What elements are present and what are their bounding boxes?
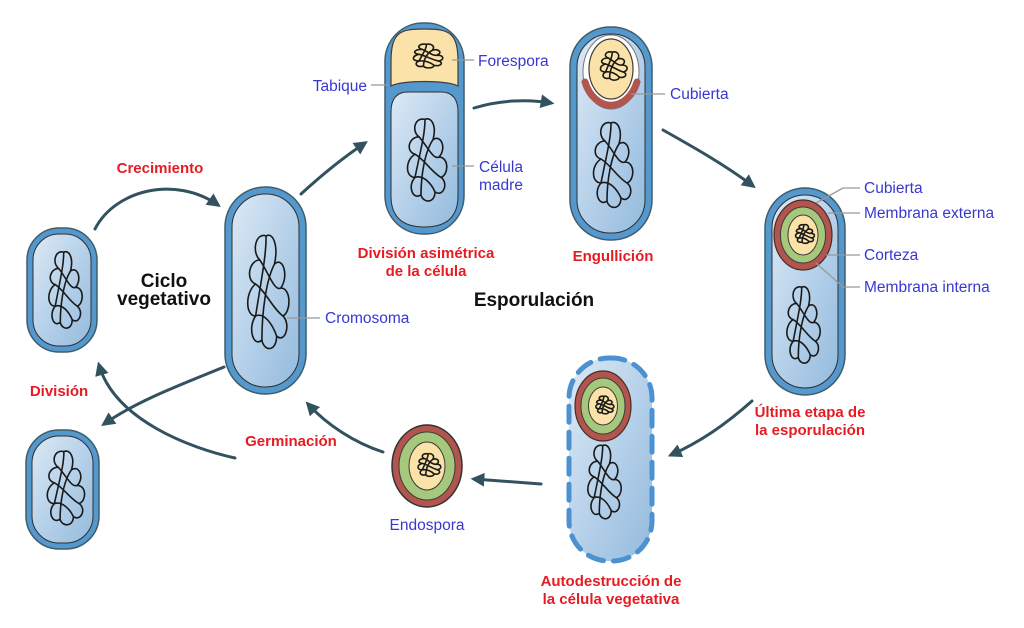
ciclo-vegetativo-title-line2: vegetativo [117, 289, 211, 310]
final-stage-cell [764, 187, 846, 396]
pointer-line-cubierta [815, 187, 860, 204]
part-label-tabique: Tabique [313, 78, 367, 95]
arrow-to-autolysis [667, 399, 754, 458]
autolysis-cell [566, 355, 655, 564]
part-label-cromosoma: Cromosoma [325, 310, 410, 327]
arrow-to-engulfment [472, 94, 555, 110]
asymmetric-division-cell [384, 22, 465, 235]
stage-label-division-asimetrica-line1: División asimétrica [358, 245, 495, 262]
pointer-line-membrana-interna [815, 262, 860, 288]
ciclo-vegetativo-title-line1: Ciclo [141, 271, 187, 292]
part-label-cubierta: Cubierta [864, 180, 923, 197]
arrow-growth [93, 187, 221, 231]
esporulacion-title: Esporulación [474, 290, 594, 311]
arrow-to-asymmetric-division [299, 141, 368, 196]
part-label-cubierta-engulfment: Cubierta [670, 86, 729, 103]
part-label-forespora: Forespora [478, 53, 549, 70]
stage-label-autodestruccion-line2: la célula vegetativa [543, 591, 680, 608]
stage-label-division: División [30, 383, 88, 400]
part-label-celula-madre-line1: Célula [479, 159, 523, 176]
part-label-celula-madre-line2: madre [479, 177, 523, 194]
pointer-lines [287, 59, 860, 319]
free-endospore [391, 424, 463, 508]
part-label-endospora: Endospora [390, 517, 465, 534]
part-label-corteza: Corteza [864, 247, 919, 264]
vegetative-cell-bottom-left [25, 429, 100, 550]
stage-label-autodestruccion-line1: Autodestrucción de [541, 573, 682, 590]
arrow-to-final-stage [661, 128, 756, 189]
stage-label-ultima-etapa-line2: la esporulación [755, 422, 865, 439]
arrows [93, 94, 756, 487]
vegetative-cell-large [224, 186, 307, 395]
stage-label-germinacion: Germinación [245, 433, 337, 450]
vegetative-cell-top-left [26, 227, 98, 353]
stage-label-engullicion: Engullición [573, 248, 654, 265]
stage-label-division-asimetrica-line2: de la célula [386, 263, 468, 280]
arrow-division-to-top-cell [95, 361, 237, 460]
arrow-germination [305, 401, 385, 454]
arrow-division-to-bottom-cell [101, 365, 226, 426]
stage-label-ultima-etapa-line1: Última etapa de [755, 403, 866, 421]
arrow-to-endospore [470, 472, 543, 487]
part-label-membrana-interna: Membrana interna [864, 279, 990, 296]
part-label-membrana-externa: Membrana externa [864, 205, 994, 222]
engulfment-cell [569, 26, 653, 241]
spore-coat-crescent [581, 78, 641, 109]
stage-label-crecimiento: Crecimiento [117, 160, 204, 177]
